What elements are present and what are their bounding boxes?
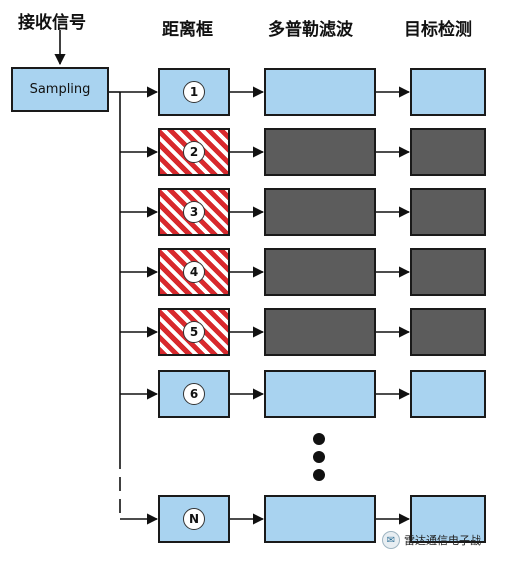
range-gate-box: 4 [158,248,230,296]
header-target-detection: 目标检测 [404,20,472,40]
ellipsis-dot [313,451,325,463]
range-gate-number: 6 [183,383,205,405]
range-gate-number: N [183,508,205,530]
doppler-filter-box [264,248,376,296]
range-gate-number: 3 [183,201,205,223]
range-gate-number: 1 [183,81,205,103]
target-detection-box [410,188,486,236]
doppler-filter-box [264,495,376,543]
range-gate-number: 2 [183,141,205,163]
range-gate-box: N [158,495,230,543]
range-gate-box: 5 [158,308,230,356]
doppler-filter-box [264,370,376,418]
target-detection-box [410,68,486,116]
watermark: ✉ 雷达通信电子战 [382,531,481,549]
wechat-icon: ✉ [382,531,400,549]
target-detection-box [410,308,486,356]
ellipsis-dot [313,469,325,481]
range-gate-number: 4 [183,261,205,283]
header-doppler-filter: 多普勒滤波 [268,20,353,40]
header-received-signal: 接收信号 [18,13,86,33]
range-gate-box: 3 [158,188,230,236]
range-gate-box: 1 [158,68,230,116]
ellipsis-dot [313,433,325,445]
range-gate-box: 2 [158,128,230,176]
doppler-filter-box [264,128,376,176]
target-detection-box [410,248,486,296]
sampling-label: Sampling [29,82,91,97]
doppler-filter-box [264,68,376,116]
watermark-text: 雷达通信电子战 [404,534,481,547]
range-gate-number: 5 [183,321,205,343]
target-detection-box [410,495,486,543]
doppler-filter-box [264,308,376,356]
header-range-gate: 距离框 [162,20,213,40]
sampling-box: Sampling [11,67,109,112]
doppler-filter-box [264,188,376,236]
target-detection-box [410,370,486,418]
target-detection-box [410,128,486,176]
range-gate-box: 6 [158,370,230,418]
